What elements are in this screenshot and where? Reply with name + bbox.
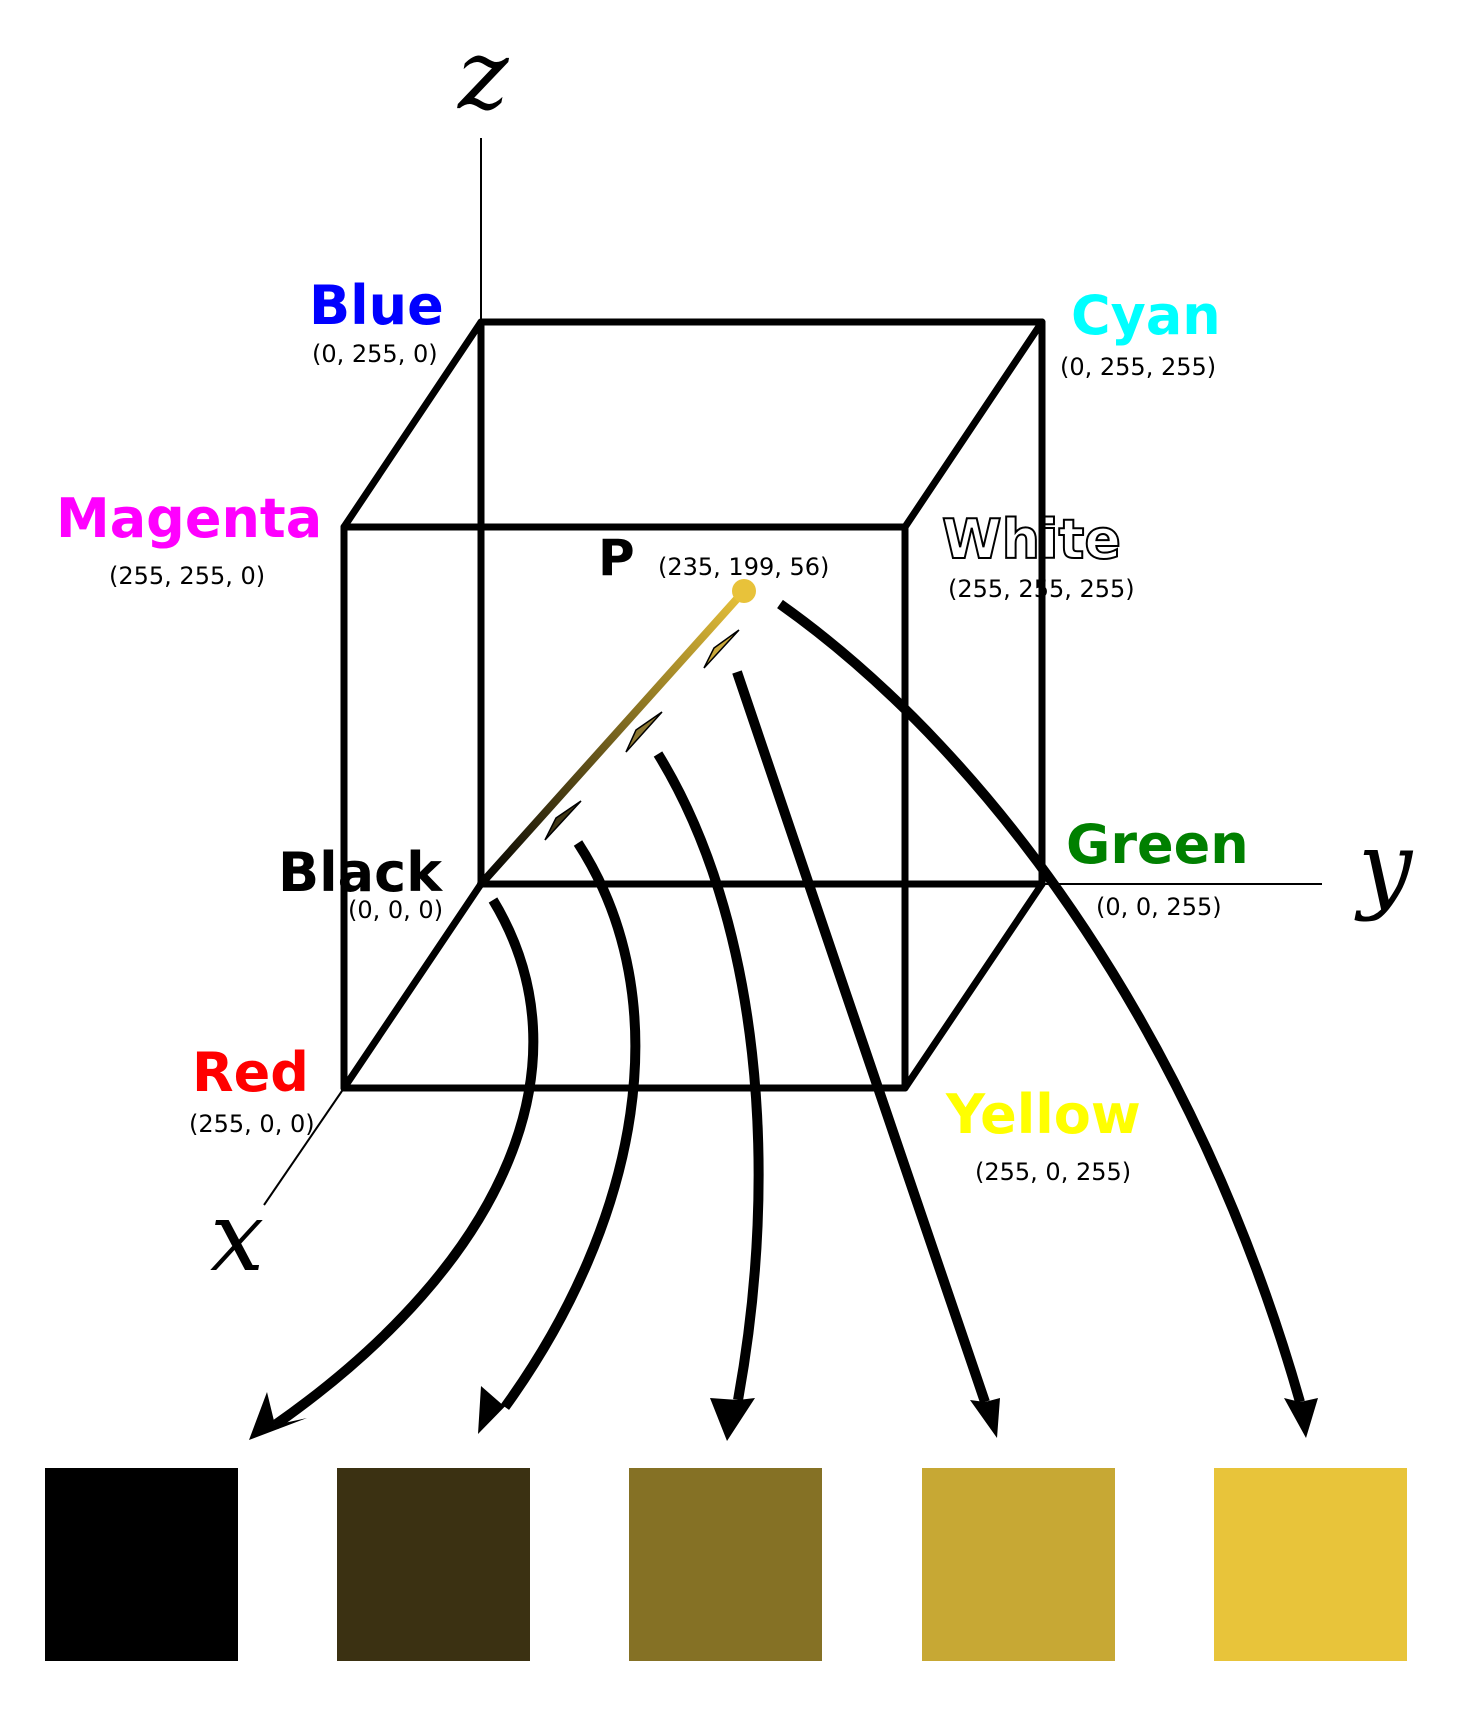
vertex-label-cyan: Cyan [1071,284,1221,347]
sample-arrows [272,599,1305,1430]
vertex-coords-green: (0, 0, 255) [1096,893,1222,921]
vertex-label-green: Green [1066,813,1249,876]
vertex-label-magenta: Magenta [56,487,322,550]
arrowhead-icon [249,1392,307,1440]
vertex-label-blue: Blue [309,274,444,337]
arrowhead-icon [710,1398,755,1441]
sample-arrowheads [249,1386,1318,1441]
vertex-label-red: Red [192,1041,309,1104]
arrowhead-icon [478,1386,521,1434]
direction-arrow-icon [625,711,663,753]
vertex-label-black: Black [278,841,443,904]
sample-arrow-3 [653,751,764,1401]
vertex-coords-red: (255, 0, 0) [189,1110,315,1138]
color-swatch-2 [337,1468,530,1661]
sample-arrow-5 [777,599,1305,1404]
z-axis-label: z [457,19,510,131]
x-axis-label: x [210,1181,264,1293]
x-axis-line [263,1087,345,1206]
sample-arrow-4 [732,670,990,1404]
cube-edges [340,318,1046,1092]
vertex-coords-blue: (0, 255, 0) [312,340,438,368]
vertex-coords-yellow: (255, 0, 255) [975,1158,1131,1186]
direction-arrow-icon [544,800,582,841]
vertex-label-yellow: Yellow [945,1083,1141,1146]
vertex-coords-magenta: (255, 255, 0) [109,562,265,590]
sample-arrow-2 [500,840,641,1410]
sample-arrow-1 [272,897,539,1430]
color-swatch-3 [629,1468,822,1661]
vertex-coords-white: (255, 255, 255) [948,575,1135,603]
y-axis-label: y [1354,811,1414,923]
arrowhead-icon [1284,1398,1318,1438]
point-p-label: P [598,529,635,587]
color-swatch-4 [922,1468,1115,1661]
direction-arrow-icon [703,629,740,669]
black-to-p-line [477,587,748,888]
arrowhead-icon [970,1398,1000,1438]
vertex-coords-cyan: (0, 255, 255) [1060,353,1216,381]
point-p-marker [732,579,756,603]
vertex-coords-black: (0, 0, 0) [348,896,443,924]
color-swatch-5 [1214,1468,1407,1661]
swatch-row [45,1468,1407,1661]
vertex-label-white: White [942,508,1121,571]
color-swatch-1 [45,1468,238,1661]
point-p-coords: (235, 199, 56) [658,553,829,581]
